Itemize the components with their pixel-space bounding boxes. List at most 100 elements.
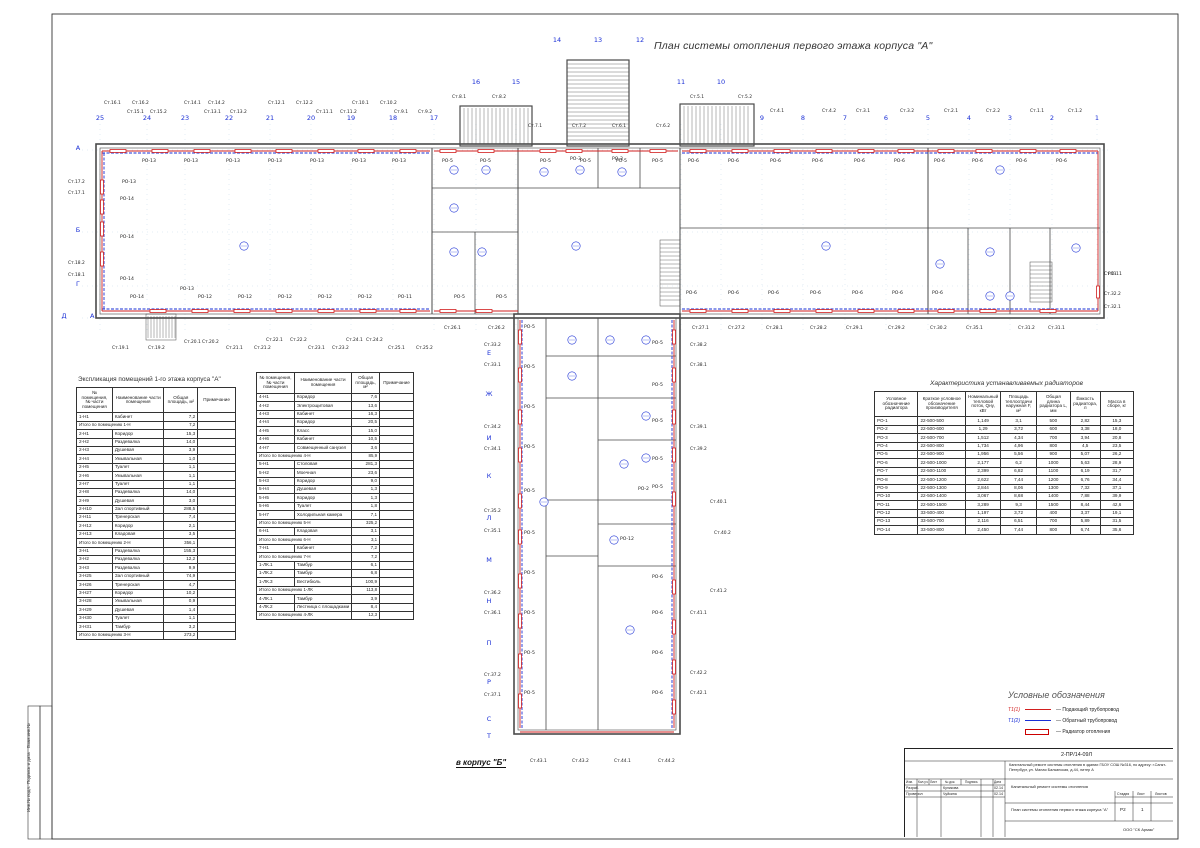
riser-label: Ст.17.2	[68, 179, 85, 185]
table-cell: Итого по помещению 2-Н	[75, 538, 165, 548]
table-cell: 500	[1035, 416, 1071, 426]
table-cell: 1-ЛК.3	[256, 577, 295, 587]
table-cell: 5,63	[1069, 458, 1101, 468]
riser-label: Ст.25.2	[416, 345, 433, 351]
table-cell: 5,89	[1069, 517, 1101, 527]
radiator	[672, 409, 676, 425]
table-cell	[197, 529, 236, 540]
table-cell: 1-Н1	[76, 412, 113, 422]
table-cell: 2,399	[964, 466, 1002, 477]
table-cell: 12,2	[163, 554, 199, 565]
table-cell: 1-ЛК.2	[256, 568, 295, 579]
table-cell	[379, 552, 414, 562]
radiator	[149, 309, 167, 313]
axis-label: С	[487, 715, 492, 723]
radiator	[518, 409, 522, 425]
table-cell	[379, 485, 414, 495]
radiator	[475, 309, 493, 313]
title-block: 2-ПР/14-09Л Капитальный ремонт системы о…	[904, 748, 1173, 837]
table-cell	[379, 560, 414, 571]
radiator	[518, 493, 522, 509]
axis-label: 5	[926, 114, 930, 122]
table-cell: 1400	[1035, 491, 1071, 502]
axis-label: К	[487, 472, 492, 480]
sheet-title: План системы отопления первого этажа кор…	[1011, 807, 1109, 812]
radiator-label: РО-5	[496, 294, 507, 300]
date-developer: 02.14	[994, 786, 1003, 790]
radiator-label: РО-5	[580, 158, 591, 164]
riser-label: Ст.24.2	[366, 337, 383, 343]
table-cell	[197, 437, 236, 447]
radiator	[937, 309, 955, 313]
table-cell: 1,956	[964, 449, 1002, 460]
table-cell: 6,2	[1000, 458, 1037, 468]
table-cell: 1,1	[163, 613, 199, 624]
table-cell	[197, 521, 236, 531]
table-cell: 85,9	[351, 451, 381, 461]
axis-label: 16	[472, 78, 480, 86]
table-cell: 1,29	[964, 424, 1002, 435]
table-cell: 1000	[1035, 458, 1071, 468]
table-cell: РО-11	[873, 500, 919, 510]
riser-label: Ст.14.1	[184, 100, 201, 106]
riser-label: Ст.3.2	[900, 108, 914, 114]
radiator-label: РО-6	[728, 290, 739, 296]
riser-label: Ст.39.2	[690, 446, 707, 452]
radiator	[275, 309, 293, 313]
table-cell	[197, 420, 236, 431]
radiator-label: РО-2	[638, 486, 649, 492]
table-cell: Совмещенный санузел	[293, 443, 353, 453]
radiator-label: РО-14	[120, 276, 134, 282]
table-cell: 3-Н3	[76, 563, 113, 573]
table-cell: 288,5	[163, 504, 199, 515]
table-cell	[197, 462, 236, 473]
table-cell: 6,76	[1069, 475, 1101, 485]
table-cell	[379, 468, 414, 478]
radiator	[100, 199, 104, 215]
table-cell	[197, 563, 236, 573]
riser-label: Ст.41.1	[690, 610, 707, 616]
radiator-label: РО-12	[198, 294, 212, 300]
table-cell: 356,1	[163, 538, 199, 548]
table-cell: 2-Н8	[76, 487, 113, 498]
riser-label: Ст.8.2	[492, 94, 506, 100]
table-cell: 1,1	[163, 479, 199, 489]
to-block-b-label: в корпус "Б"	[456, 758, 507, 768]
radiator-table-title: Характеристика устанавливаемых радиаторо…	[930, 380, 1083, 387]
table-cell: РО-12	[873, 508, 919, 519]
radiator-label: РО-5	[454, 294, 465, 300]
radiator	[672, 447, 676, 463]
legend-title: Условные обозначения	[1008, 690, 1105, 700]
table-cell	[197, 630, 236, 640]
table-cell	[379, 392, 414, 403]
table-cell: Итого по помещению 4-Н	[255, 451, 353, 461]
table-cell: 7,2	[163, 412, 199, 422]
table-cell: 23,5	[1099, 441, 1135, 451]
radiator	[897, 309, 915, 313]
riser-label: Ст.44.1	[614, 758, 631, 764]
table-cell: 3-Н26	[76, 580, 113, 590]
table-cell: Электрощитовая	[293, 401, 353, 411]
table-cell: Холодильная камера	[293, 510, 353, 520]
table-cell: 22-500-1500	[917, 500, 966, 510]
riser-label: Ст.7.2	[572, 123, 586, 129]
riser-label: Ст.34.2	[484, 424, 501, 430]
riser-label: Ст.27.2	[728, 325, 745, 331]
table-cell: 1,3	[351, 485, 381, 495]
table-cell: 9,0	[351, 476, 381, 487]
explication-title: Экспликация помещений 1-го этажа корпуса…	[78, 376, 221, 383]
legend-code: Т1(2)	[1008, 717, 1020, 724]
table-cell: 10,2	[163, 588, 199, 598]
table-cell: 14,0	[163, 487, 199, 498]
table-cell	[379, 476, 414, 487]
radiator	[357, 149, 375, 153]
